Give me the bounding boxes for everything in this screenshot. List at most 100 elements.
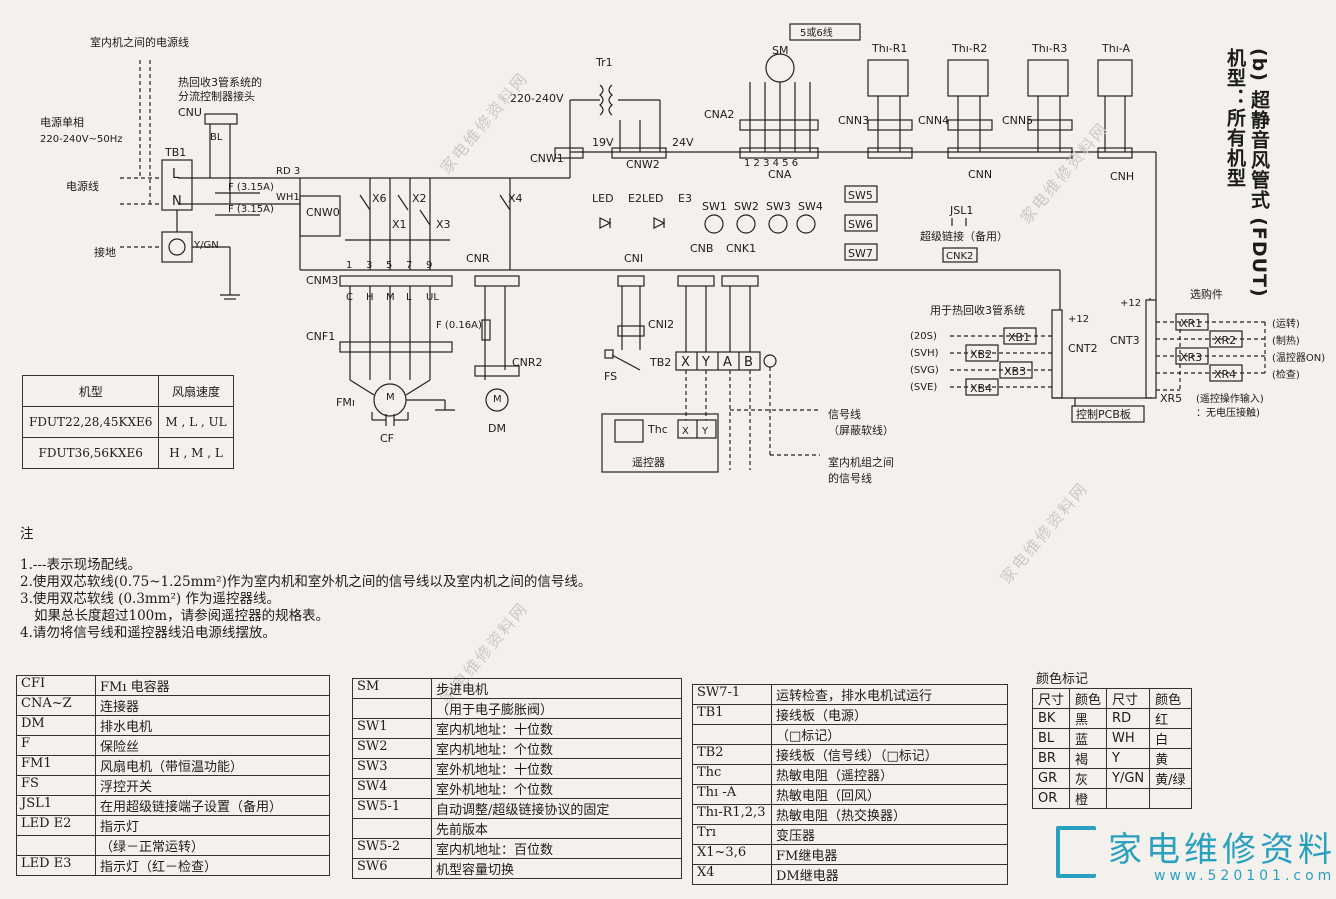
legend-desc: FMı 电容器 <box>95 675 330 696</box>
svg-text:SW1: SW1 <box>702 200 727 213</box>
legend-desc: （绿－正常运转） <box>95 835 330 856</box>
tb2-terminal-label: B <box>744 355 753 370</box>
label-power-spec: 220-240V~50Hz <box>40 134 123 145</box>
remote-terminal-label: Y <box>701 426 709 437</box>
svg-text:的信号线: 的信号线 <box>828 471 872 485</box>
legend-code: SW4 <box>352 778 432 799</box>
table-header: 机型 <box>21 375 160 407</box>
table-cell: M , L , UL <box>158 406 234 438</box>
color-header: 尺寸 <box>1106 688 1151 709</box>
svg-text:用于热回收3管系统: 用于热回收3管系统 <box>930 303 1025 317</box>
color-cell: 褐 <box>1069 748 1108 769</box>
legend-desc: 热敏电阻（热交换器） <box>771 804 1008 825</box>
cnm-pin-name: H <box>366 292 374 303</box>
svg-text:SW5: SW5 <box>848 189 873 202</box>
legend-desc: 变压器 <box>771 824 1008 845</box>
svg-text:DM: DM <box>488 422 506 435</box>
color-cell: Y/GN <box>1106 768 1151 789</box>
svg-text:室内机组之间: 室内机组之间 <box>828 455 894 469</box>
cnm-pin-number: 3 <box>366 260 372 271</box>
svg-text:CNM3: CNM3 <box>306 274 338 287</box>
diagram-type-title: (b) 超静音风管式 (FDUT) <box>1246 48 1273 298</box>
legend-desc: 运转检查，排水电机试运行 <box>771 684 1008 705</box>
legend-row: （用于电子膨胀阀） <box>352 698 682 719</box>
legend-desc: 接线板（电源） <box>771 704 1008 725</box>
color-cell: OR <box>1031 788 1071 809</box>
color-cell: 黑 <box>1069 708 1108 729</box>
legend-code: SW3 <box>352 758 432 779</box>
legend-code: SW7-1 <box>692 684 772 705</box>
color-cell: 黄 <box>1149 748 1192 769</box>
svg-text:M: M <box>386 392 395 403</box>
legend-desc: （□标记） <box>771 724 1008 745</box>
svg-text:(SVG): (SVG) <box>910 365 939 376</box>
svg-text:X4: X4 <box>508 192 523 205</box>
tb2-terminal-label: Y <box>701 355 710 370</box>
legend-desc: 浮控开关 <box>95 775 330 796</box>
svg-text:Thı-R2: Thı-R2 <box>951 42 987 55</box>
svg-text:CNK2: CNK2 <box>946 251 973 262</box>
svg-text:N: N <box>172 194 182 209</box>
color-cell: 白 <box>1149 728 1192 749</box>
svg-text:(运转): (运转) <box>1272 317 1300 330</box>
svg-text:CNN5: CNN5 <box>1002 114 1033 127</box>
svg-text:SW4: SW4 <box>798 200 823 213</box>
legend-code: X1~3,6 <box>692 844 772 865</box>
legend-code: SW5-1 <box>352 798 432 819</box>
cnm-pin-name: M <box>386 292 395 303</box>
svg-text:M: M <box>493 394 502 405</box>
legend-desc: 室内机地址：个位数 <box>431 738 682 759</box>
svg-text:XB2: XB2 <box>970 348 992 361</box>
svg-text:超级链接（备用）: 超级链接（备用） <box>920 229 1008 243</box>
svg-text:BL: BL <box>210 132 223 143</box>
legend-desc: 自动调整/超级链接协议的固定 <box>431 798 682 819</box>
legend-row: （□标记） <box>692 724 1008 745</box>
svg-text:(SVE): (SVE) <box>910 382 937 393</box>
legend-code: X4 <box>692 864 772 885</box>
label-power-single-phase: 电源单相 <box>40 115 84 129</box>
legend-desc: 热敏电阻（遥控器） <box>771 764 1008 785</box>
color-cell: BL <box>1031 728 1071 749</box>
svg-text:L: L <box>172 167 180 182</box>
legend-desc: 热敏电阻（回风） <box>771 784 1008 805</box>
legend-desc: 指示灯 <box>95 815 330 836</box>
svg-text:X1: X1 <box>392 218 407 231</box>
svg-text:选购件: 选购件 <box>1190 287 1223 301</box>
svg-text:CNR: CNR <box>466 252 490 265</box>
legend-desc: 排水电机 <box>95 715 330 736</box>
svg-text:XR2: XR2 <box>1214 334 1236 347</box>
svg-text:：无电压接触): ：无电压接触) <box>1196 406 1260 419</box>
color-cell <box>1106 788 1151 809</box>
svg-text:CNN: CNN <box>968 168 992 181</box>
legend-desc: 风扇电机（带恒温功能） <box>95 755 330 776</box>
logo-text: 家电维修资料网 <box>1108 830 1336 870</box>
color-cell: 橙 <box>1069 788 1108 809</box>
label-ground: 接地 <box>94 246 116 259</box>
legend-desc: 接线板（信号线）（□标记） <box>771 744 1008 765</box>
diagram-title: 机型：所有机型 <box>1222 48 1249 188</box>
tb2-terminal-label: X <box>681 355 690 370</box>
svg-text:CNT2: CNT2 <box>1068 342 1098 355</box>
legend-row: 先前版本 <box>352 818 682 839</box>
svg-text:CNU: CNU <box>178 106 202 119</box>
svg-text:+12: +12 <box>1120 298 1141 309</box>
cnm-pin-name: L <box>406 292 412 303</box>
svg-text:SM: SM <box>772 44 788 57</box>
svg-text:Thı-R1: Thı-R1 <box>871 42 907 55</box>
svg-text:XR4: XR4 <box>1214 368 1236 381</box>
svg-text:JSL1: JSL1 <box>949 204 973 217</box>
svg-text:CNF1: CNF1 <box>306 330 335 343</box>
color-cell: 蓝 <box>1069 728 1108 749</box>
svg-text:SW6: SW6 <box>848 218 873 231</box>
svg-text:(制热): (制热) <box>1272 334 1300 347</box>
